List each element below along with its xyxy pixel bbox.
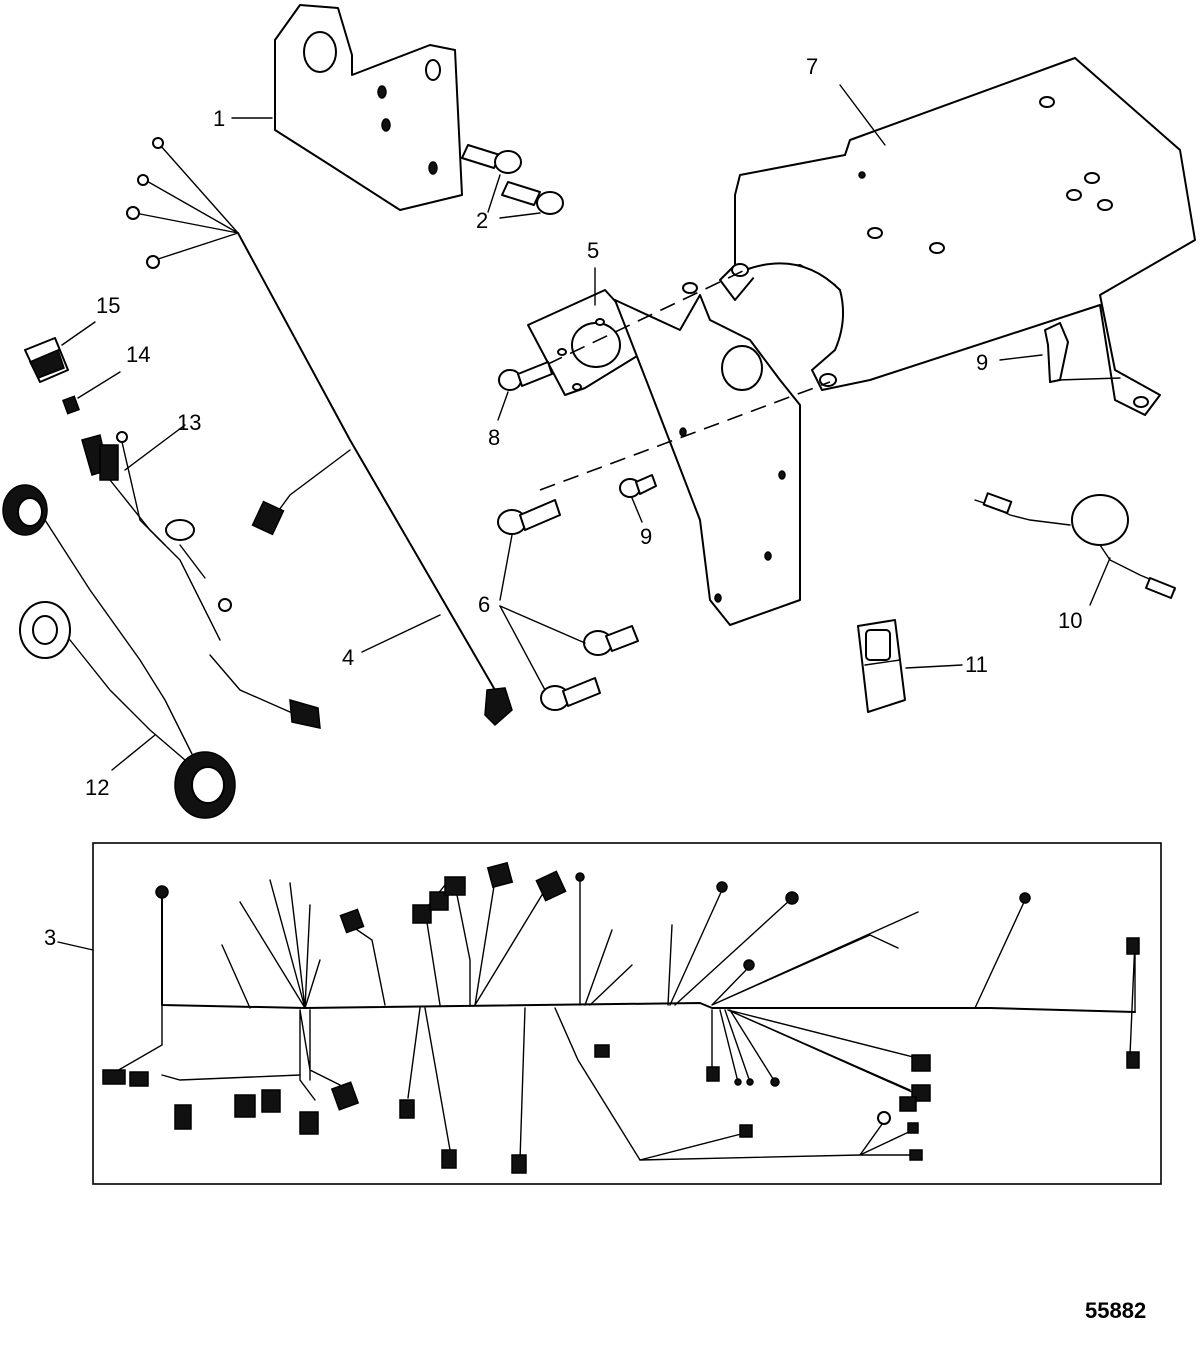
- callout-14: 14: [126, 342, 150, 367]
- callout-10: 10: [1058, 608, 1082, 633]
- callout-1: 1: [213, 106, 225, 131]
- harness-part-12: [2, 484, 236, 819]
- callout-15: 15: [96, 293, 120, 318]
- bracket-center: [614, 282, 801, 626]
- bolt-part-9-center: [619, 474, 657, 523]
- bracket-part-1: [231, 4, 463, 211]
- harness-part-4: [126, 137, 513, 727]
- bolt-part-9-right: [999, 322, 1121, 383]
- callout-8: 8: [488, 425, 500, 450]
- callout-11: 11: [965, 652, 988, 677]
- callout-3: 3: [44, 925, 56, 950]
- plate-part-7: [719, 57, 1196, 416]
- callout-6: 6: [478, 592, 490, 617]
- connector-part-11: [857, 619, 963, 713]
- fuse-part-14: [62, 371, 121, 415]
- callout-4: 4: [342, 645, 354, 670]
- sensor-part-10: [974, 492, 1176, 606]
- bolts-part-2: [461, 144, 564, 219]
- bolt-part-8: [497, 361, 553, 421]
- figure-number: 55882: [1085, 1298, 1146, 1323]
- callout-12: 12: [85, 775, 109, 800]
- callout-7: 7: [806, 54, 818, 79]
- harness-part-13: [81, 424, 321, 729]
- bolts-part-6: [497, 499, 639, 711]
- callout-9-center: 9: [640, 524, 652, 549]
- relay-part-15: [24, 321, 96, 383]
- callout-13: 13: [177, 410, 201, 435]
- callout-5: 5: [587, 238, 599, 263]
- callout-2: 2: [476, 208, 488, 233]
- callout-9-right: 9: [976, 350, 988, 375]
- harness-part-3: [57, 842, 1162, 1185]
